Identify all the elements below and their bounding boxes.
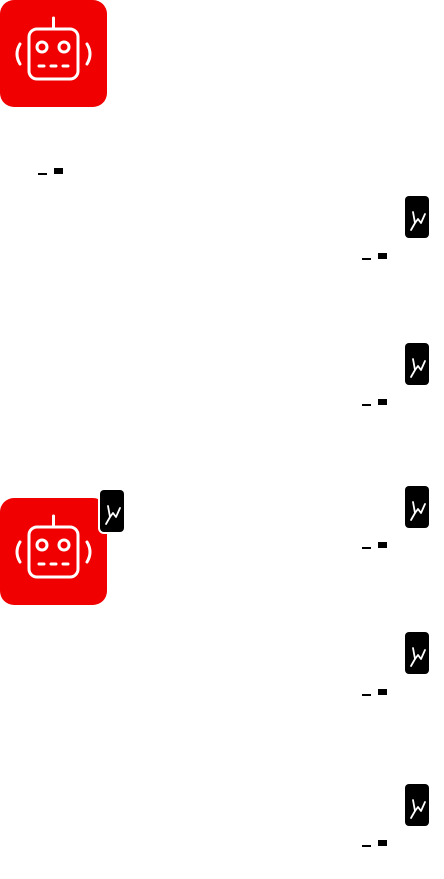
status-block bbox=[378, 840, 387, 846]
status-dash bbox=[362, 258, 371, 260]
robot-icon[interactable] bbox=[0, 498, 107, 605]
tap-gesture-icon[interactable] bbox=[405, 343, 429, 385]
robot-icon[interactable] bbox=[0, 0, 107, 107]
message-status-indicator bbox=[362, 840, 388, 850]
status-block bbox=[54, 168, 63, 174]
tap-gesture-icon[interactable] bbox=[405, 196, 429, 238]
status-block bbox=[378, 542, 387, 548]
tap-gesture-icon[interactable] bbox=[405, 784, 429, 826]
tap-gesture-icon[interactable] bbox=[100, 490, 124, 532]
message-status-indicator bbox=[38, 168, 64, 178]
tap-gesture-icon[interactable] bbox=[405, 632, 429, 674]
status-dash bbox=[38, 173, 47, 175]
message-status-indicator bbox=[362, 542, 388, 552]
status-dash bbox=[362, 845, 371, 847]
status-block bbox=[378, 689, 387, 695]
status-dash bbox=[362, 404, 371, 406]
tap-gesture-icon[interactable] bbox=[405, 486, 429, 528]
message-status-indicator bbox=[362, 253, 388, 263]
message-status-indicator bbox=[362, 399, 388, 409]
status-dash bbox=[362, 547, 371, 549]
message-status-indicator bbox=[362, 689, 388, 699]
status-dash bbox=[362, 694, 371, 696]
status-block bbox=[378, 253, 387, 259]
status-block bbox=[378, 399, 387, 405]
